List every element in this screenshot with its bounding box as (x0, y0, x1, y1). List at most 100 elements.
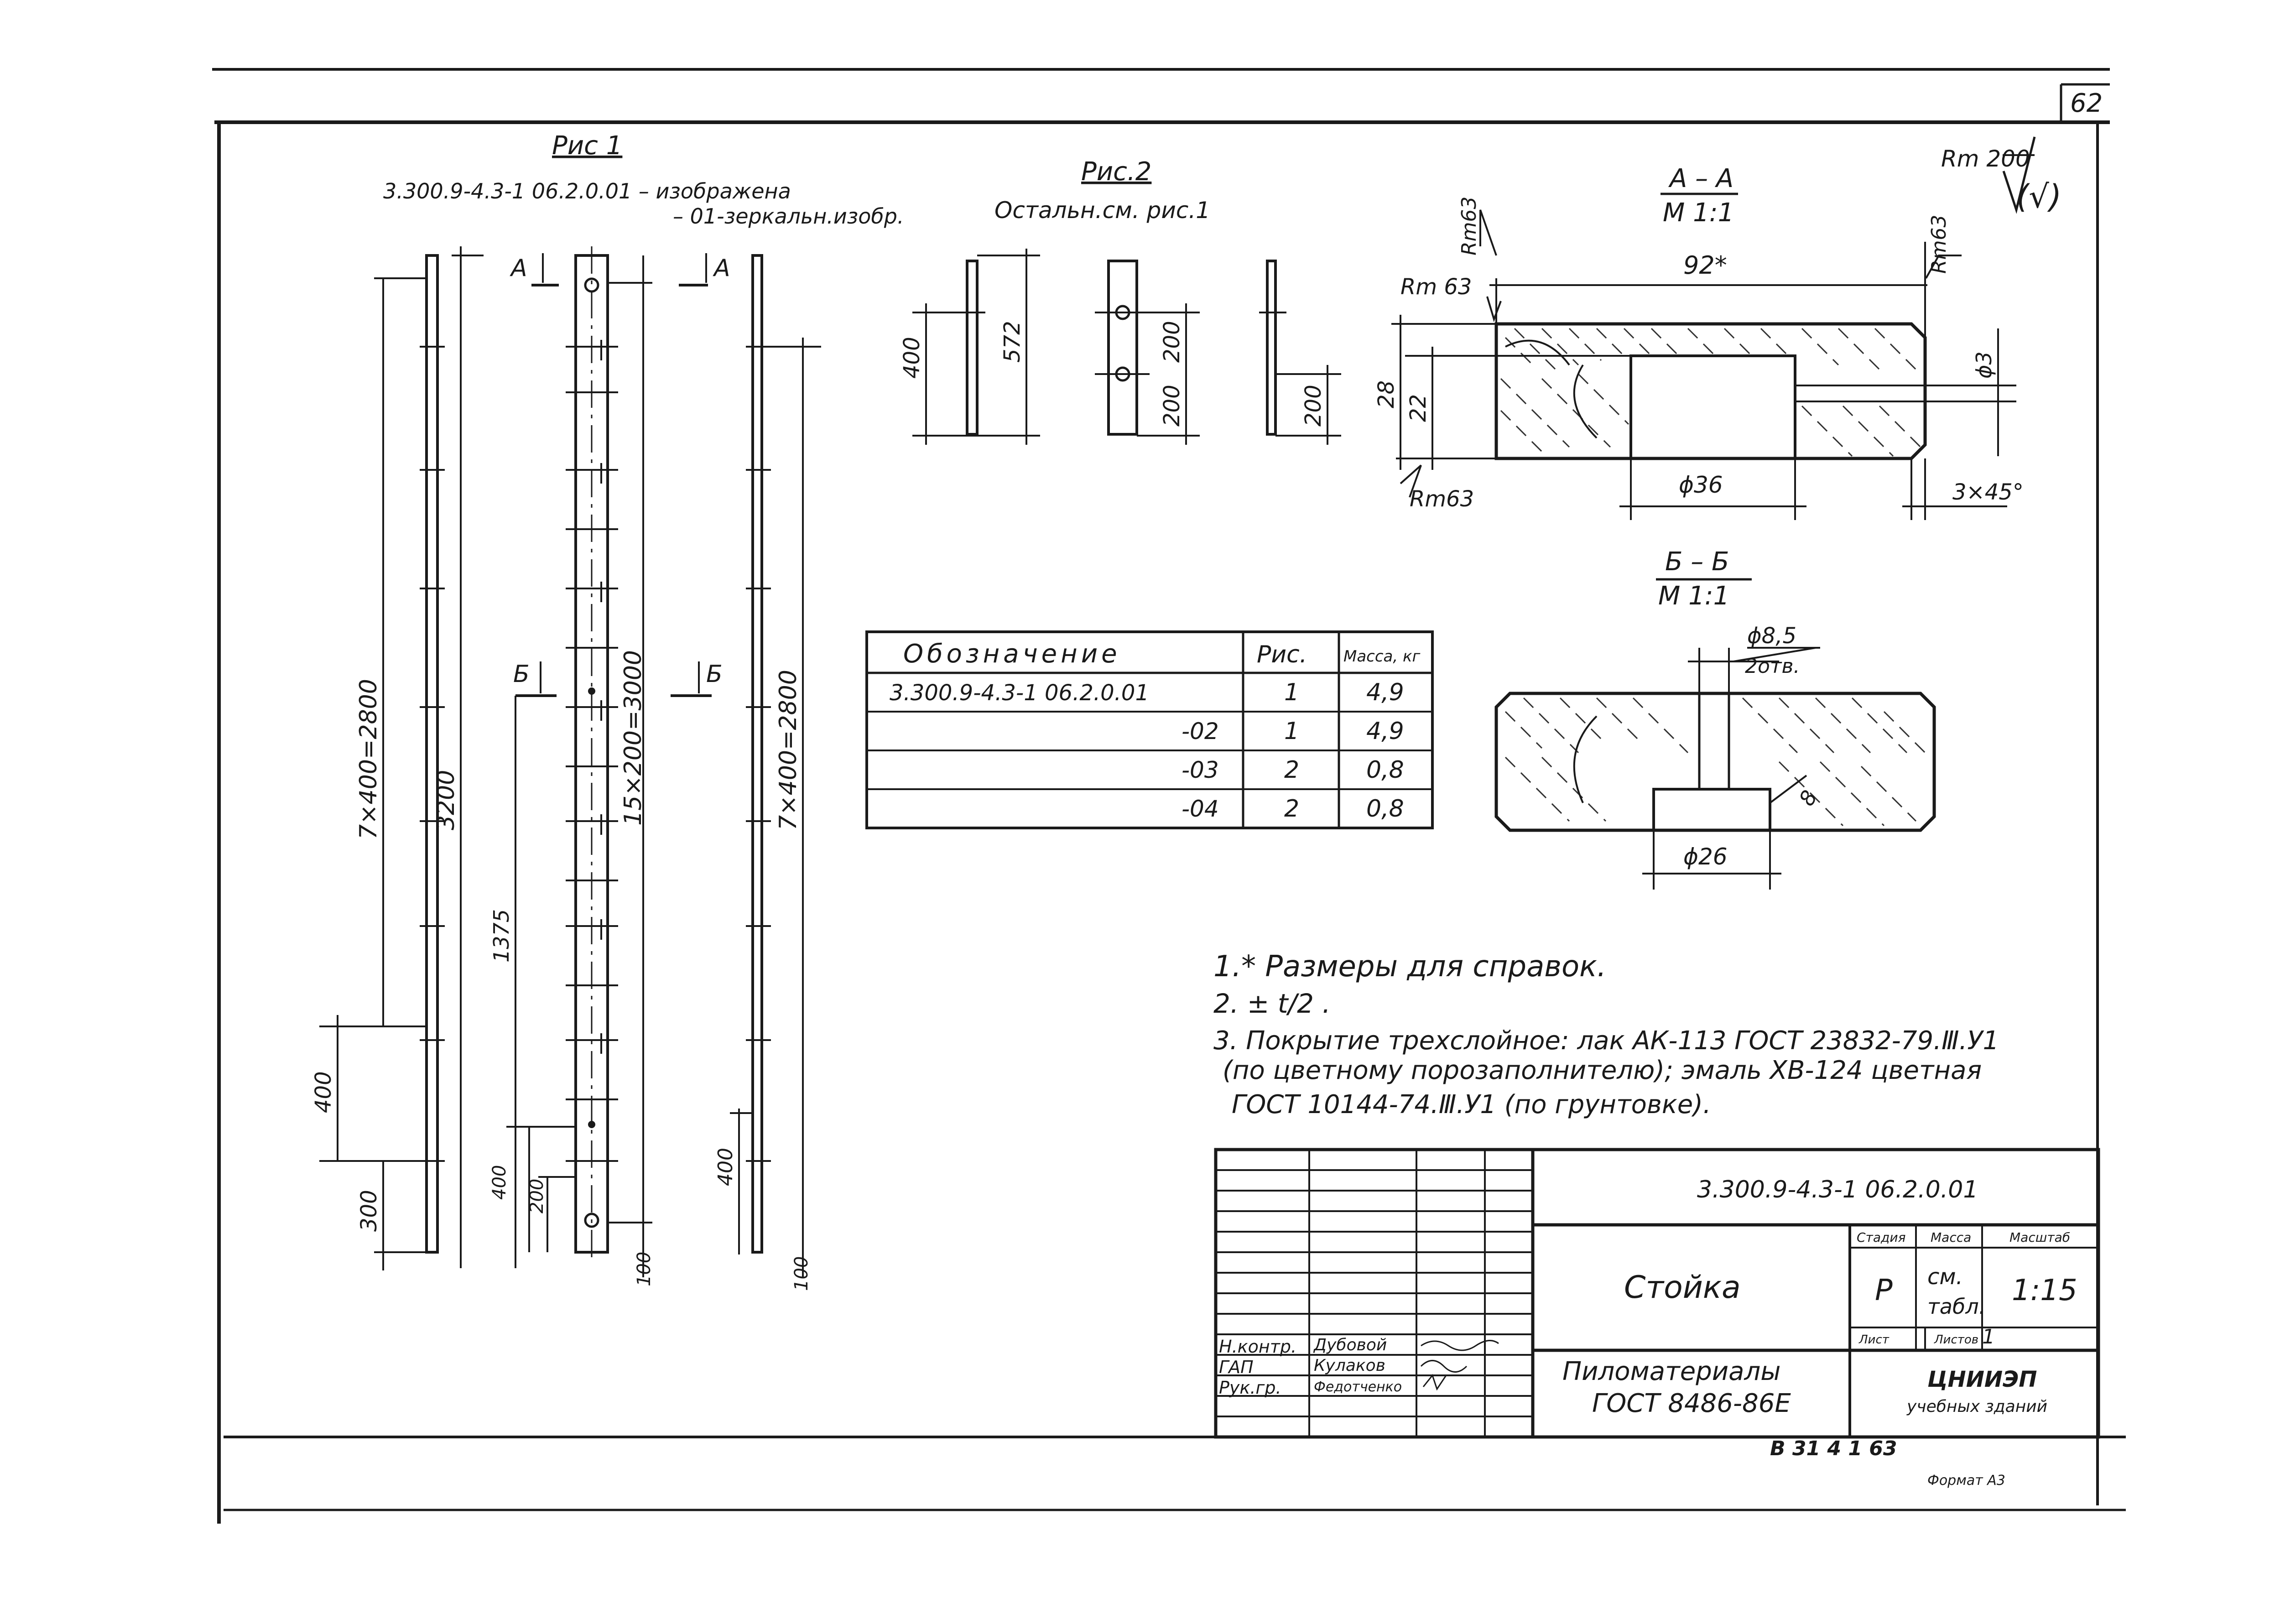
tb-role-1: Н.контр. (1219, 1337, 1296, 1357)
fig2-part-left (966, 260, 979, 436)
title-block: 3.300.9-4.3-1 06.2.0.01 Стойка Пиломатер… (1214, 1148, 2100, 1439)
spec-row-2-code: -02 (1182, 718, 1219, 744)
tb-name-1: Дубовой (1313, 1336, 1387, 1354)
fig2-dim-200-b: 200 (1159, 385, 1185, 427)
fig2-part-center (1107, 260, 1138, 436)
fig1-dim-center: 15×200=3000 (619, 650, 647, 826)
note-3: 3. Покрытие трехслойное: лак АК-113 ГОСТ… (1213, 1026, 1999, 1056)
fig2-title: Рис.2 (1081, 157, 1151, 187)
fig1-dim-total: 3200 (432, 770, 460, 830)
fig1-dot (588, 1121, 595, 1128)
figure-1: Рис 1 3.300.9-4.3-1 06.2.0.01 – изображе… (311, 131, 904, 1291)
fig1-title: Рис 1 (552, 131, 622, 161)
section-aa-dim-d36: ϕ36 (1679, 472, 1723, 498)
tb-org-line1: ЦНИИЭП (1927, 1367, 2037, 1392)
section-aa-rm-top-left: Rm63 (1458, 197, 1481, 255)
tb-role-3: Рук.гр. (1219, 1378, 1281, 1398)
section-aa-rm-bottom: Rm63 (1410, 486, 1474, 512)
section-bb-title: Б – Б (1665, 547, 1729, 577)
tb-doc-code: 3.300.9-4.3-1 06.2.0.01 (1697, 1176, 1978, 1203)
spec-row-1-code: 3.300.9-4.3-1 06.2.0.01 (890, 680, 1149, 706)
fig2-dim-400: 400 (899, 337, 925, 379)
fig1-section-a-right: А (713, 255, 730, 282)
sheet-frame (212, 68, 2126, 1524)
spec-row-3-code: -03 (1182, 757, 1219, 783)
section-aa-dim-chamfer: 3×45° (1952, 479, 2024, 505)
fig2-dim-200-a: 200 (1159, 321, 1185, 363)
tb-material-line1: Пиломатериалы (1562, 1357, 1780, 1386)
section-aa-rm-left: Rm 63 (1400, 274, 1472, 300)
fig2-dim-200-c: 200 (1301, 385, 1326, 427)
tb-name: Стойка (1624, 1270, 1741, 1306)
fig1-dot (588, 687, 595, 695)
spec-table: Обозначение Рис. Масса, кг 3.300.9-4.3-1… (865, 630, 1434, 829)
tb-header-mass: Масса (1931, 1230, 1971, 1245)
tb-material-line2: ГОСТ 8486-86Е (1592, 1389, 1791, 1418)
bottom-codes: В 31 4 1 63 (1770, 1437, 1897, 1460)
section-aa-scale: М 1:1 (1663, 198, 1734, 228)
note-3-cont: (по цветному порозаполнителю); эмаль ХВ-… (1223, 1056, 1982, 1085)
spec-row-4-fig: 2 (1284, 795, 1299, 822)
fig1-hole-top (584, 277, 599, 293)
tb-sheet-label: Лист (1858, 1333, 1890, 1347)
tb-sheets-value: 1 (1982, 1325, 1995, 1348)
tb-mass-line2: табл. (1927, 1294, 1985, 1319)
section-aa-dim-d3: ϕ3 (1972, 351, 1996, 379)
section-bb-dim-d26: ϕ26 (1683, 843, 1728, 870)
tb-stage: Р (1875, 1274, 1893, 1307)
spec-header-designation: Обозначение (903, 639, 1121, 669)
figure-2: Рис.2 Остальн.см. рис.1 400 572 200 (899, 157, 1341, 445)
fig1-dim-right-span: 7×400=2800 (775, 670, 802, 830)
tb-header-scale: Масштаб (2009, 1230, 2070, 1245)
section-aa: А – А М 1:1 (1374, 164, 2024, 520)
roughness-value: Rm 200 (1941, 146, 2030, 172)
section-aa-dim-28: 28 (1374, 380, 1399, 408)
note-3-end: ГОСТ 10144-74.Ⅲ.У1 (по грунтовке). (1232, 1090, 1711, 1119)
fig2-dim-572: 572 (999, 321, 1025, 363)
spec-row-3-fig: 2 (1284, 756, 1299, 784)
note-1: 1.* Размеры для справок. (1213, 950, 1606, 984)
fig1-note-line1: 3.300.9-4.3-1 06.2.0.01 – изображена (383, 179, 791, 203)
tb-mass-line1: см. (1927, 1264, 1963, 1290)
fig1-hole-bottom (584, 1213, 599, 1228)
section-aa-dim-22: 22 (1405, 394, 1431, 422)
notes: 1.* Размеры для справок. 2. ± t/2 . 3. П… (1213, 950, 1999, 1119)
fig1-dim-left-span: 7×400=2800 (355, 679, 382, 839)
format-label: Формат А3 (1927, 1473, 2005, 1489)
fig1-dim-400-left: 400 (311, 1071, 336, 1113)
section-bb-dim-d85: ϕ8,5 (1747, 623, 1796, 649)
spec-row-2-fig: 1 (1284, 718, 1299, 745)
section-aa-rm-top-right: Rm63 (1927, 215, 1951, 274)
tb-name-3: Федотченко (1314, 1379, 1402, 1395)
tb-sheets-label: Листов (1934, 1333, 1978, 1347)
tb-role-2: ГАП (1219, 1357, 1254, 1377)
spec-row-2-mass: 4,9 (1366, 718, 1404, 745)
spec-row-1-fig: 1 (1284, 679, 1299, 706)
tb-signatures (1420, 1340, 1499, 1391)
fig1-profile-right (751, 254, 763, 1254)
spec-row-4-code: -04 (1182, 796, 1219, 822)
page-number: 62 (2070, 88, 2103, 118)
tb-name-2: Кулаков (1314, 1356, 1385, 1375)
fig1-section-a-left: А (510, 255, 527, 282)
fig1-dim-1375: 1375 (489, 909, 514, 963)
spec-header-fig: Рис. (1257, 641, 1307, 668)
section-bb-dim-8: 8 (1794, 786, 1822, 810)
section-bb-body (1494, 692, 1936, 832)
tb-org-line2: учебных зданий (1906, 1397, 2047, 1416)
roughness-mark: Rm 200 (√) (1941, 136, 2061, 215)
section-bb-scale: М 1:1 (1658, 581, 1729, 611)
fig2-subtitle: Остальн.см. рис.1 (994, 197, 1210, 224)
tb-scale: 1:15 (2012, 1274, 2077, 1307)
note-2: 2. ± t/2 . (1213, 988, 1331, 1019)
roughness-suffix: (√) (2016, 178, 2061, 215)
fig1-dim-300: 300 (356, 1190, 382, 1232)
fig1-profile-left (425, 254, 439, 1254)
section-aa-bore (1629, 354, 1796, 460)
section-bb-slot (1652, 788, 1771, 832)
fig1-dim-200-mid: 200 (526, 1179, 547, 1213)
spec-row-3-mass: 0,8 (1366, 756, 1404, 784)
fig1-dim-400-mid: 400 (489, 1165, 510, 1200)
fig1-dim-100-right: 100 (791, 1256, 812, 1291)
